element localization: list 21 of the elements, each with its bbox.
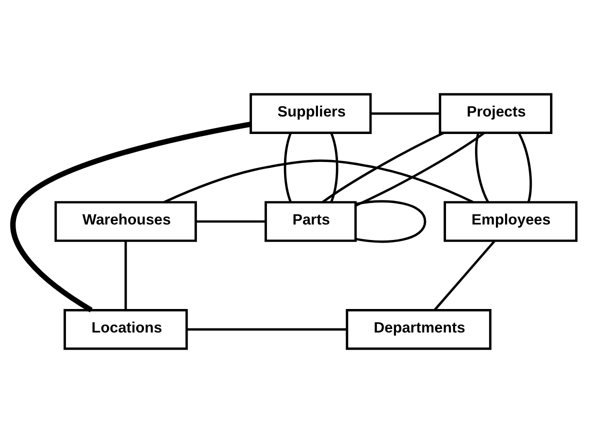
connector xyxy=(518,132,532,202)
node-box: Locations xyxy=(64,308,188,350)
node-box: Parts xyxy=(264,200,357,242)
node-box: Projects xyxy=(438,92,552,134)
node-box: Warehouses xyxy=(54,200,197,242)
connector xyxy=(196,220,266,222)
node-box: Suppliers xyxy=(250,92,372,134)
connector xyxy=(434,240,496,310)
connector xyxy=(355,131,486,206)
connector xyxy=(124,240,127,310)
node-box: Employees xyxy=(444,200,578,242)
connector xyxy=(355,200,426,242)
connector xyxy=(322,131,444,203)
connector xyxy=(284,132,292,202)
node-box: Departments xyxy=(346,308,492,350)
connector xyxy=(475,132,490,202)
connector xyxy=(10,121,252,312)
connector xyxy=(330,132,338,202)
connector xyxy=(164,159,474,203)
connector xyxy=(370,112,440,114)
connector xyxy=(186,328,347,330)
